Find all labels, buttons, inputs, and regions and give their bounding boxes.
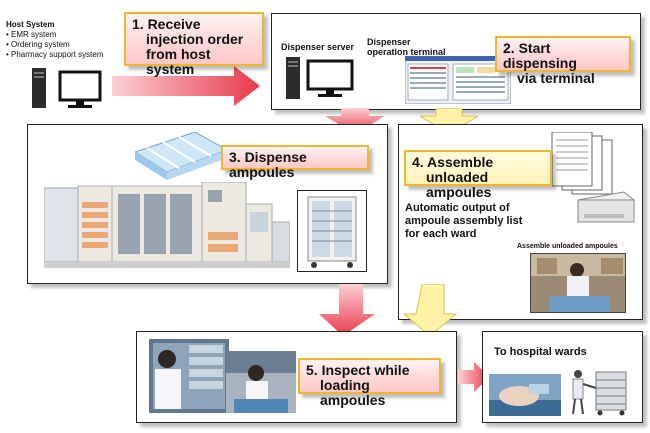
host-item-ordering: • Ordering system: [6, 40, 70, 49]
printer-image: [574, 188, 636, 228]
dispenser-server-label: Dispenser server: [281, 42, 355, 52]
step-3-dispense-ampoules: 3. Dispense ampoules: [221, 145, 369, 180]
auto-output-line2: ampoule assembly list: [405, 215, 523, 227]
host-system-title: Host System: [6, 20, 55, 29]
step-5-line1: 5. Inspect while: [306, 362, 410, 378]
step-4-line2: unloaded ampoules: [426, 169, 492, 200]
terminal-label: Dispenser operation terminal: [367, 37, 446, 57]
inspect-photo-2: [226, 351, 296, 413]
auto-output-line3: for each ward: [405, 228, 477, 240]
step-2-line1: 2. Start dispensing: [503, 40, 577, 71]
step-4-assemble-ampoules: 4. Assemble unloaded ampoules: [404, 150, 552, 200]
assemble-photo: [530, 253, 626, 313]
step-2-line2: via terminal: [517, 70, 595, 86]
step-3-line1: 3. Dispense ampoules: [229, 149, 307, 180]
dispenser-machine-image: [43, 181, 291, 272]
ward-photo: [489, 374, 561, 416]
printouts-image: [550, 131, 620, 198]
assemble-photo-caption: Assemble unloaded ampoules: [517, 243, 618, 250]
step-4-line1: 4. Assemble: [412, 154, 494, 170]
terminal-label-line1: Dispenser: [367, 37, 411, 47]
host-computer-icon: [30, 66, 110, 112]
server-computer-icon: [284, 55, 360, 101]
step-1-receive-order: 1. Receive injection order from host sys…: [124, 12, 264, 77]
step-5-inspect-loading: 5. Inspect while loading ampoules: [298, 358, 441, 408]
terminal-screenshot: [404, 55, 512, 105]
host-item-pharmacy: • Pharmacy support system: [6, 50, 104, 59]
step-1-line3: from host system: [146, 46, 211, 77]
arrow-assemble-to-inspect: [402, 283, 458, 337]
host-item-emr: • EMR system: [6, 30, 57, 39]
ampoule-cart-image: [297, 190, 367, 272]
step-1-line2: injection order: [146, 31, 244, 47]
step-1-line1: 1. Receive: [132, 16, 201, 32]
arrow-dispense-to-inspect: [315, 284, 381, 336]
auto-output-line1: Automatic output of: [405, 202, 510, 214]
arrow-server-to-dispense: [325, 108, 385, 134]
step-5-line2: loading ampoules: [320, 377, 386, 408]
ampoule-tray-image: [133, 131, 229, 182]
auto-output-text: Automatic output of ampoule assembly lis…: [405, 202, 522, 241]
terminal-label-line2: operation terminal: [367, 47, 446, 57]
to-hospital-wards-label: To hospital wards: [494, 346, 587, 358]
nurse-with-cart-image: [566, 368, 636, 416]
step-2-start-dispensing: 2. Start dispensing via terminal: [495, 36, 631, 86]
arrow-host-to-server: [112, 66, 260, 106]
inspect-photo-1: [149, 339, 229, 413]
